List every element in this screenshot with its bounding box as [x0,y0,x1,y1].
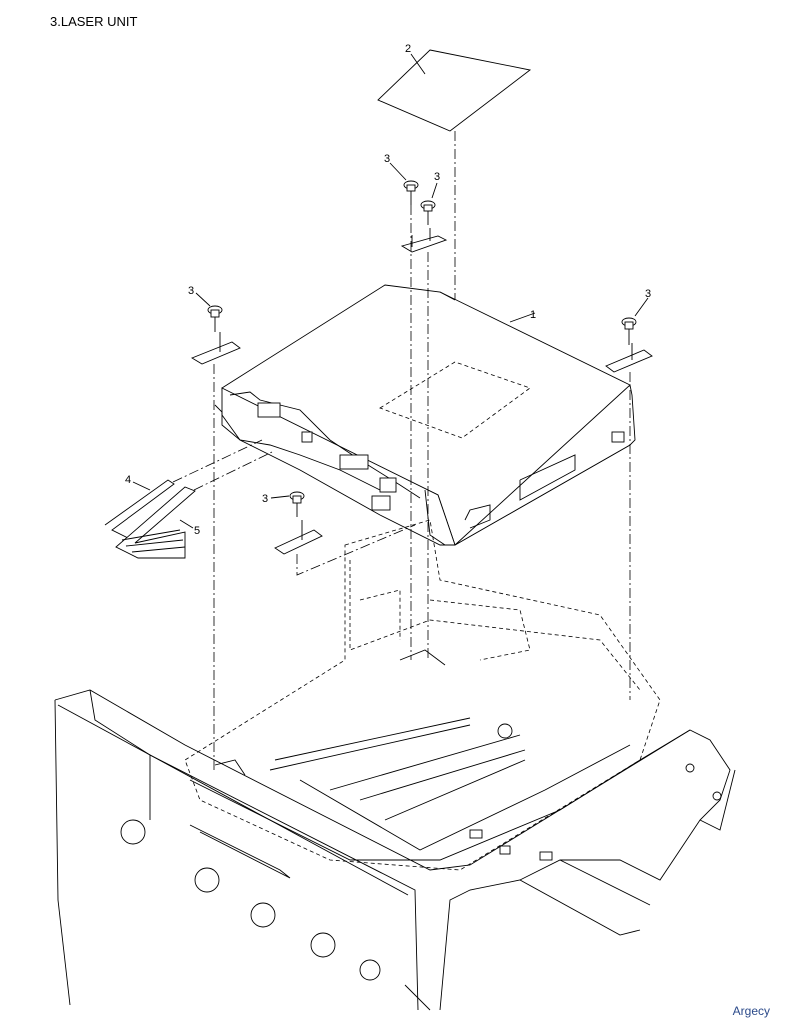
bracket-left [190,332,241,365]
screw-front [289,491,305,517]
callout-3: 3 [188,285,194,297]
callout-3: 3 [384,153,390,165]
leader-line [431,182,438,199]
printer-frame [54,519,736,1011]
leader-line [270,495,290,499]
screw-top-a [403,180,419,205]
leader-line [195,292,211,307]
flat-cable-5 [115,486,196,559]
leader-line [179,519,194,529]
laser-unit [214,284,636,546]
callout-3: 3 [262,493,268,505]
leader-line [509,312,536,323]
bracket-front [274,520,323,555]
label-sheet [377,49,532,132]
callout-4: 4 [125,474,131,486]
bracket-right [605,343,653,373]
leader-line [132,481,151,491]
watermark: Argecy [732,1004,770,1018]
callout-3: 3 [645,288,651,300]
assembly-line [296,524,416,576]
page-title: 3.LASER UNIT [50,14,138,29]
leader-line [410,53,426,75]
screw-left [207,305,223,332]
bracket-top [400,228,448,253]
callout-1: 1 [530,309,536,321]
assembly-line [193,451,273,491]
screw-right [621,317,637,345]
callout-5: 5 [194,525,200,537]
assembly-line [172,439,263,483]
leader-line [389,162,407,181]
leader-line [634,297,649,317]
screw-top-b [420,200,436,225]
callout-2: 2 [405,43,411,55]
callout-3: 3 [434,171,440,183]
